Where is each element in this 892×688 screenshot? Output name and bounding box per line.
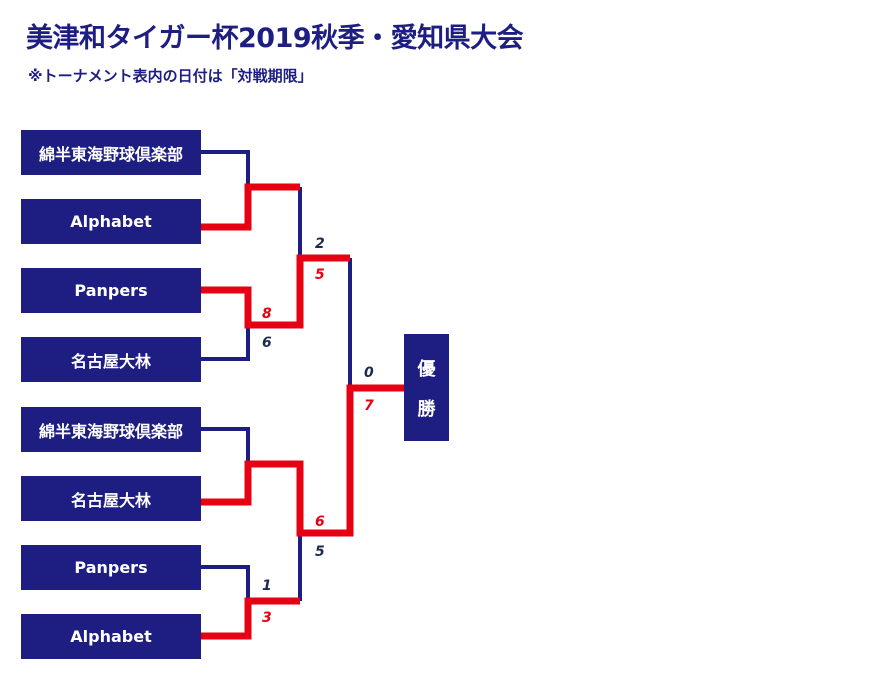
score-r1m2-bottom: 6	[262, 335, 272, 351]
losing-lines	[201, 150, 352, 601]
score-r1m2-top: 8	[262, 306, 272, 322]
team-slot-2[interactable]: Alphabet	[21, 199, 201, 244]
team-slot-6[interactable]: 名古屋大林	[21, 476, 201, 521]
date-note: ※トーナメント表内の日付は「対戦期限」	[28, 67, 313, 85]
team-slot-3[interactable]: Panpers	[21, 268, 201, 313]
team-slot-5[interactable]: 綿半東海野球倶楽部	[21, 407, 201, 452]
team-slot-4[interactable]: 名古屋大林	[21, 337, 201, 382]
champion-label-2: 勝	[417, 398, 436, 420]
score-final-bottom: 7	[364, 398, 374, 414]
champion-label-1: 優	[417, 358, 436, 380]
champion-box: 優 勝	[404, 334, 449, 441]
score-r2m2-bottom: 5	[315, 544, 325, 560]
score-r2m1-bottom: 5	[315, 267, 325, 283]
score-r2m1-top: 2	[315, 236, 325, 252]
score-r1m4-bottom: 3	[262, 610, 272, 626]
page-title: 美津和タイガー杯2019秋季・愛知県大会	[26, 23, 524, 54]
winning-lines	[201, 183, 404, 640]
score-r1m4-top: 1	[262, 578, 272, 594]
team-slot-8[interactable]: Alphabet	[21, 614, 201, 659]
team-slot-1[interactable]: 綿半東海野球倶楽部	[21, 130, 201, 175]
score-r2m2-top: 6	[315, 514, 325, 530]
score-final-top: 0	[364, 365, 374, 381]
team-slot-7[interactable]: Panpers	[21, 545, 201, 590]
